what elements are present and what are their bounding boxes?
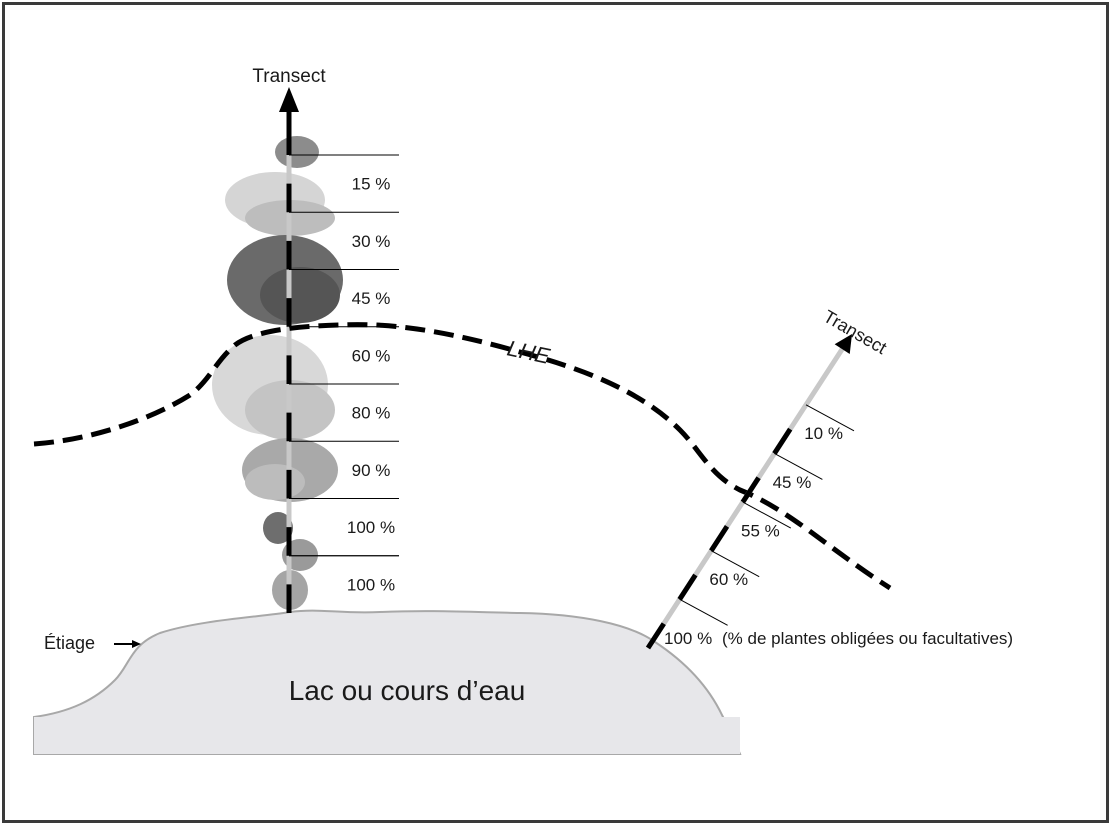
left-segment-label: 30 % <box>352 232 391 251</box>
right-dark-segment <box>677 573 698 601</box>
left-transect-arrow <box>279 87 299 112</box>
left-segment-label: 45 % <box>352 289 391 308</box>
lhe-label: LHE <box>505 335 552 368</box>
right-segment-label: 55 % <box>741 521 780 540</box>
right-dark-segment <box>645 622 666 650</box>
lhe-line <box>33 322 892 591</box>
etiage-arrow-head <box>132 640 141 648</box>
left-transect-ticks <box>289 154 399 557</box>
water-label: Lac ou cours d’eau <box>289 675 526 706</box>
right-dark-segment <box>740 476 761 504</box>
shrub-small <box>263 512 293 544</box>
right-transect-arrow <box>834 334 852 354</box>
left-segment-label: 80 % <box>352 404 391 423</box>
right-dark-segment <box>709 525 730 553</box>
left-segment-label: 60 % <box>352 346 391 365</box>
right-segment-label: 100 % <box>664 629 712 648</box>
right-transect: 60 % 55 % 45 % 10 % 100 % Transect (% de pla… <box>645 306 1013 650</box>
right-transect-ticks <box>679 404 855 626</box>
right-tick <box>805 404 855 432</box>
left-segment-label: 15 % <box>352 175 391 194</box>
tree-grey-crown-2 <box>245 464 305 500</box>
right-transect-label: Transect <box>820 306 890 358</box>
shrub-top <box>275 136 319 168</box>
right-tick <box>774 453 823 480</box>
water-bottom-strip <box>34 717 740 754</box>
right-transect-note: (% de plantes obligées ou facultatives) <box>722 629 1013 648</box>
right-segment-label: 45 % <box>773 473 812 492</box>
right-segment-label: 10 % <box>804 424 843 443</box>
left-transect-labels: 15 % 30 % 45 % 60 % 80 % 90 % 100 % 100 % <box>347 175 395 595</box>
right-tick <box>710 550 760 578</box>
vegetation-group <box>212 136 343 610</box>
right-tick <box>679 598 728 626</box>
right-segment-label: 60 % <box>709 570 748 589</box>
left-segment-label: 90 % <box>352 461 391 480</box>
left-transect: 15 % 30 % 45 % 60 % 80 % 90 % 100 % 100 % Trans… <box>252 66 399 613</box>
left-segment-label: 100 % <box>347 518 395 537</box>
left-transect-label: Transect <box>252 66 326 87</box>
right-dark-segment <box>772 427 793 455</box>
tree-dark-crown-shade <box>260 267 340 323</box>
left-segment-label: 100 % <box>347 575 395 594</box>
right-transect-labels: 60 % 55 % 45 % 10 % 100 % <box>664 424 843 648</box>
right-tick <box>742 501 792 529</box>
etiage-label: Étiage <box>44 633 95 653</box>
right-transect-segments <box>645 344 847 650</box>
